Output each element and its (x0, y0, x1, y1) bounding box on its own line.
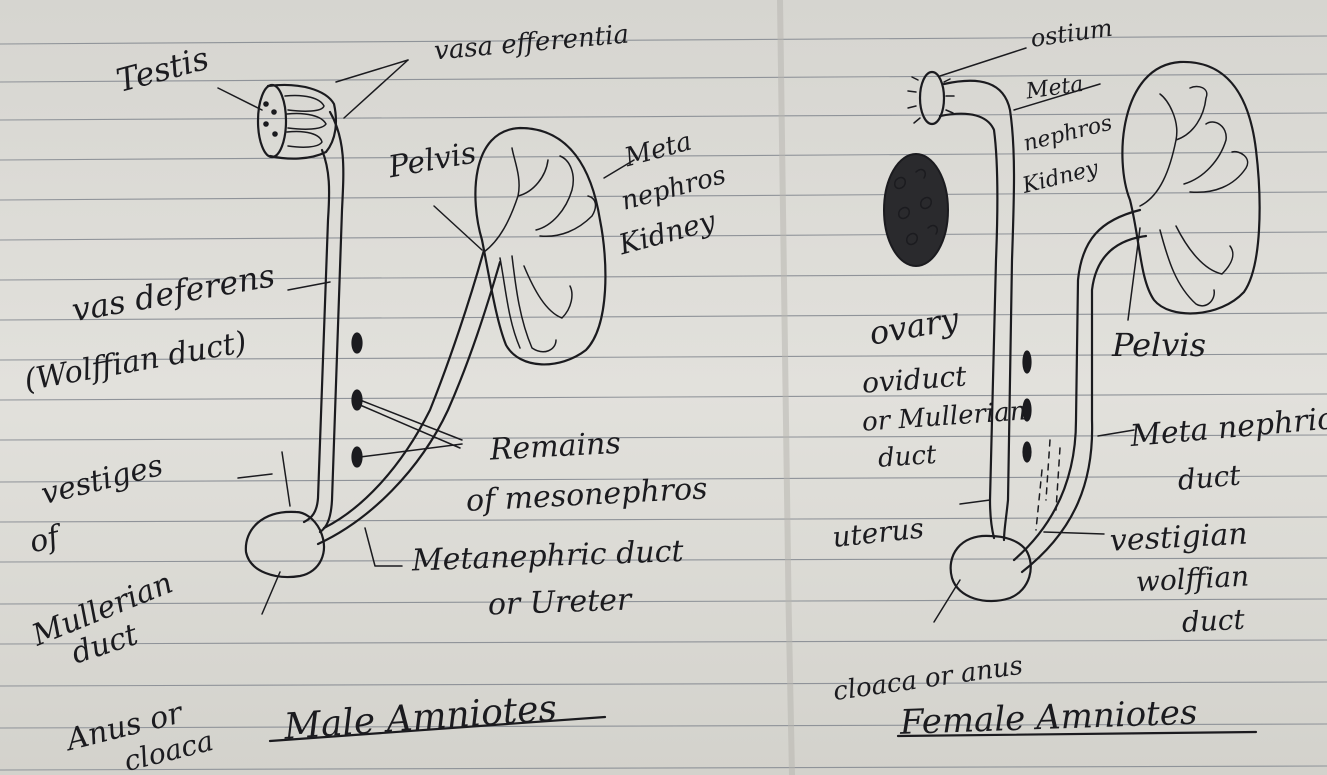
label-vasa-efferentia: vasa efferentia (433, 20, 630, 67)
label-vestigial-line-1: vestigian (1109, 517, 1248, 559)
label-vestigial-line-2: wolffian (1135, 559, 1250, 598)
label-ureter-line-2: or Ureter (487, 582, 633, 622)
label-uterus: uterus (831, 512, 926, 554)
male-kidney-tubules (484, 148, 595, 352)
ureter-outer (324, 250, 484, 528)
label-female-kidney-line-3: Kidney (1019, 156, 1101, 199)
label-remains-line-1: Remains (488, 426, 622, 468)
label-kidney-line-1: Meta (621, 127, 695, 174)
label-oviduct-line-3: duct (877, 440, 938, 474)
male-title: Male Amniotes (282, 688, 559, 748)
label-female-kidney-line-2: nephros (1021, 111, 1115, 157)
label-vas-deferens-line-2: (Wolffian duct) (22, 325, 250, 399)
metanephric-duct-inner (1022, 236, 1146, 572)
label-oviduct-line-1: oviduct (861, 359, 968, 399)
mesonephros-remnant-1 (352, 333, 362, 353)
ostium-drawing (908, 72, 954, 124)
female-mesonephros-remnant-3 (1023, 442, 1031, 462)
ovary-drawing (884, 154, 948, 266)
male-kidney (475, 128, 605, 364)
testis-drawing (258, 85, 336, 159)
label-testis: Testis (112, 39, 212, 100)
label-female-pelvis: Pelvis (1111, 326, 1206, 364)
female-labels: ostium Meta nephros Kidney ovary Pelvis … (831, 14, 1327, 743)
label-female-metanephric-duct-line-2: duct (1176, 458, 1242, 496)
label-female-metanephric-duct-line-1: Meta nephric (1128, 401, 1327, 454)
label-vestiges-line-1: vestiges (38, 448, 167, 512)
label-remains-line-2: of mesonephros (465, 471, 708, 519)
label-ureter-line-1: Metanephric duct (410, 534, 685, 579)
female-kidney-tubules (1140, 86, 1248, 305)
label-ovary: ovary (866, 299, 962, 352)
label-vestigial-line-3: duct (1181, 603, 1246, 639)
label-oviduct-line-2: or Mullerian (861, 396, 1027, 437)
male-cloaca (246, 512, 324, 577)
label-vestiges-line-2: of (26, 518, 68, 560)
female-title: Female Amniotes (898, 693, 1198, 743)
vestigial-wolffian-duct (1036, 440, 1060, 530)
label-pelvis: Pelvis (385, 135, 479, 185)
label-ostium: ostium (1029, 14, 1114, 53)
vas-deferens-duct-inner (304, 150, 329, 522)
label-female-kidney-line-1: Meta (1024, 72, 1085, 105)
female-mesonephros-remnant-1 (1023, 351, 1031, 373)
female-kidney (1122, 62, 1259, 314)
female-cloaca (951, 536, 1031, 601)
